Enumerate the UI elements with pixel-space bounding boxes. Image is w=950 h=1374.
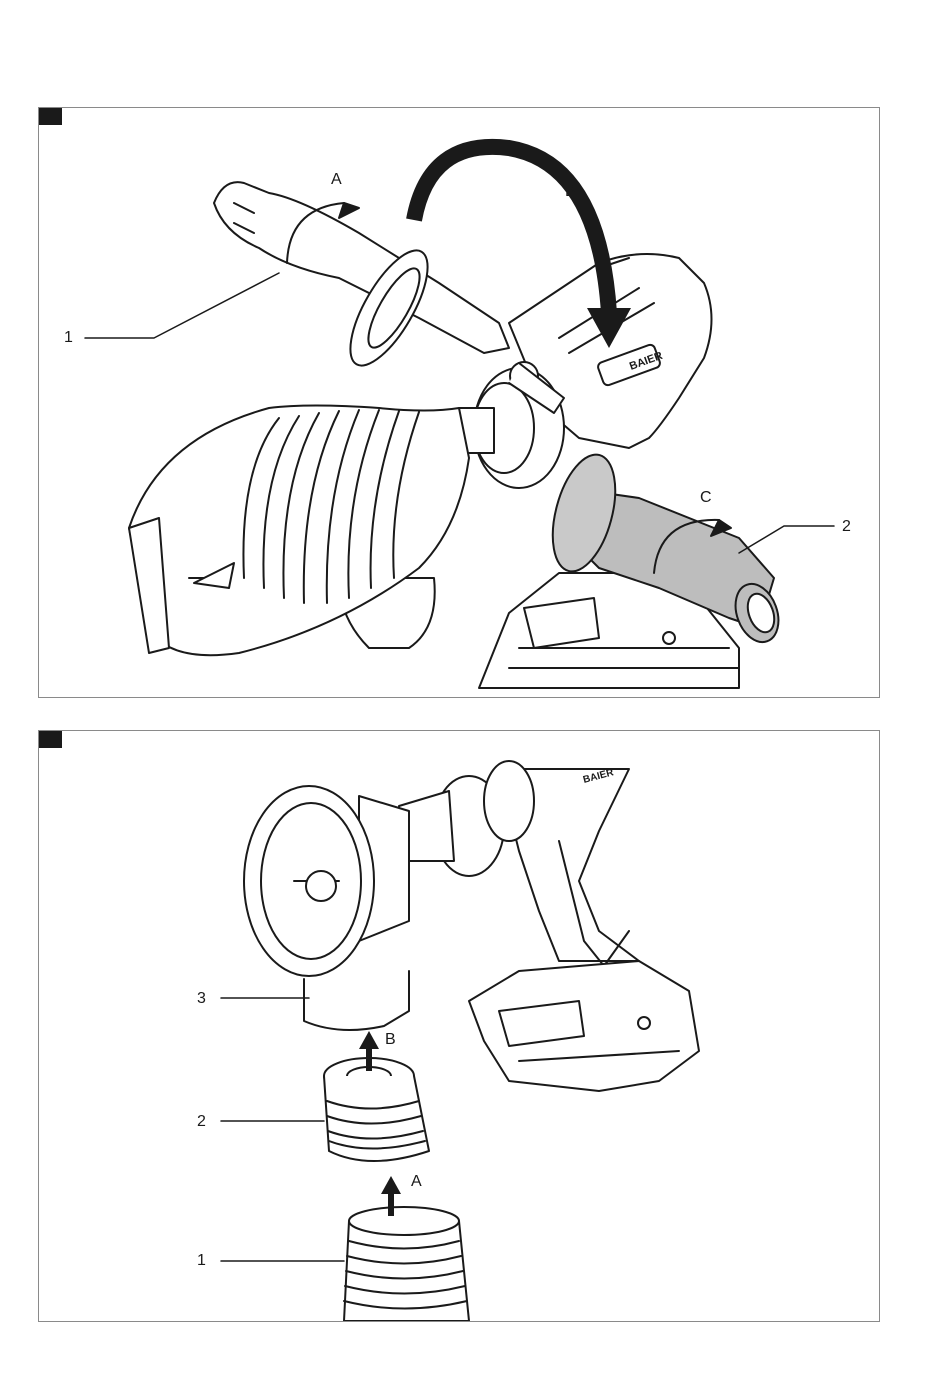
callout-1: 1 (64, 330, 73, 346)
callout-1: 1 (197, 1253, 206, 1269)
arrow-label-A: A (331, 172, 342, 188)
arrow-label-B: B (385, 1032, 396, 1048)
drill-chuck (399, 761, 534, 876)
callout-2: 2 (197, 1114, 206, 1130)
figure-illustration-top: BAIER (39, 108, 879, 697)
callout-3: 3 (197, 991, 206, 1007)
vacuum-hose (344, 1207, 469, 1321)
figure-panel-top: BAIER 1 2 A B C (38, 107, 880, 698)
hose-adapter (324, 1058, 429, 1161)
dust-collector-bellows (129, 406, 469, 656)
dust-collector-cup (244, 786, 409, 1030)
side-handle-1 (214, 182, 564, 413)
arrow-label-A: A (411, 1174, 422, 1190)
callout-2: 2 (842, 519, 851, 535)
arrow-label-B: B (565, 184, 576, 200)
figure-illustration-bottom: BAIER (39, 731, 879, 1321)
figure-panel-bottom: BAIER 3 2 1 B A (38, 730, 880, 1322)
arrow-label-C: C (700, 490, 712, 506)
